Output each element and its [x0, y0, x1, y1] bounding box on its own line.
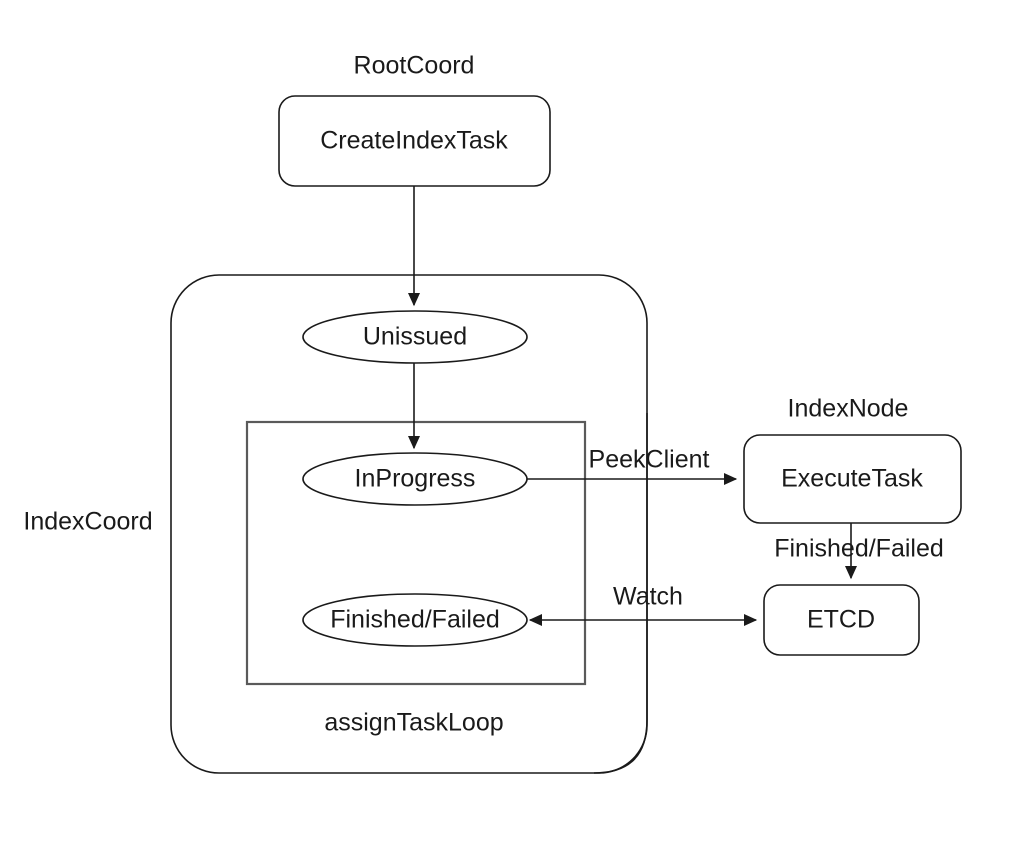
edge-label-peekclient: PeekClient [589, 446, 710, 474]
group-label-rootcoord: RootCoord [354, 52, 475, 80]
etcd-label: ETCD [807, 606, 875, 634]
group-label-indexnode: IndexNode [788, 395, 909, 423]
unissued-ellipse[interactable] [302, 310, 528, 364]
assigntaskloop-rectangle-container [245, 420, 587, 686]
group-assigntaskloop-container [245, 420, 587, 686]
node-finished-failed[interactable]: Finished/Failed [302, 593, 528, 647]
edge-executetask-to-etcd: Finished/Failed [774, 522, 944, 580]
execute-task-box[interactable] [743, 434, 962, 524]
edge-inprogress-to-executetask: PeekClient [527, 446, 738, 485]
node-etcd[interactable]: ETCD [763, 584, 920, 656]
node-create-index-task[interactable]: CreateIndexTask [278, 95, 551, 187]
execute-task-label: ExecuteTask [781, 465, 923, 493]
inprogress-ellipse[interactable] [302, 452, 528, 506]
group-label-indexcoord: IndexCoord [23, 508, 152, 536]
create-index-task-box[interactable] [278, 95, 551, 187]
unissued-label: Unissued [363, 323, 467, 351]
create-index-task-label: CreateIndexTask [320, 127, 508, 155]
etcd-box[interactable] [763, 584, 920, 656]
finished-failed-label: Finished/Failed [330, 606, 500, 634]
node-inprogress[interactable]: InProgress [302, 452, 528, 506]
edge-etcd-to-finishedfailed-watch: Watch [528, 583, 758, 626]
edge-label-watch: Watch [613, 583, 683, 611]
finished-failed-ellipse[interactable] [302, 593, 528, 647]
edge-label-finished-failed: Finished/Failed [774, 535, 944, 563]
edge-peekclient-vertical-feed [593, 413, 648, 774]
node-execute-task[interactable]: ExecuteTask [743, 434, 962, 524]
inprogress-label: InProgress [355, 465, 476, 493]
group-label-assigntaskloop: assignTaskLoop [324, 709, 503, 737]
node-unissued[interactable]: Unissued [302, 310, 528, 364]
edge-line [593, 413, 648, 774]
